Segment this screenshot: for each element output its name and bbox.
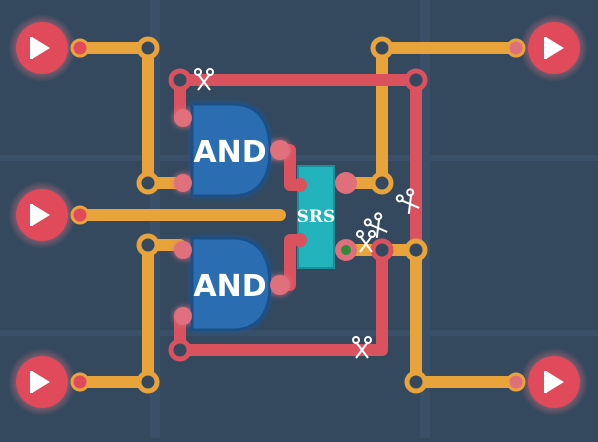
output-pin-top-right[interactable]: [506, 14, 588, 82]
latch-pin[interactable]: [293, 178, 307, 192]
and-gate-top-label: AND: [193, 135, 266, 170]
junction[interactable]: [370, 36, 394, 60]
wire-output-bottom[interactable]: [344, 244, 521, 388]
junction[interactable]: [136, 370, 160, 394]
wire-feedback-top[interactable]: [174, 74, 422, 256]
junction[interactable]: [370, 171, 394, 195]
output-pin-bottom-right[interactable]: [506, 348, 588, 416]
srs-latch[interactable]: [293, 165, 357, 269]
junction[interactable]: [168, 338, 192, 362]
gate-output-pin[interactable]: [270, 275, 290, 295]
junction[interactable]: [404, 68, 428, 92]
io-pins: [8, 14, 588, 416]
and-gate-top[interactable]: [174, 102, 290, 198]
input-pin-top-left[interactable]: [8, 14, 90, 82]
gate-input-pin[interactable]: [174, 174, 192, 192]
scissors-icon[interactable]: [356, 230, 376, 253]
latch-output-pin[interactable]: [335, 172, 357, 194]
gate-input-pin[interactable]: [174, 241, 192, 259]
latch-active-indicator: [341, 245, 351, 255]
gate-output-pin[interactable]: [270, 140, 290, 160]
and-gate-bottom-label: AND: [193, 269, 266, 304]
input-pin-mid-left[interactable]: [8, 181, 90, 249]
wire-feedback-bottom[interactable]: [174, 244, 388, 356]
scissors-icon[interactable]: [352, 336, 372, 359]
wire-input-bottom[interactable]: [76, 239, 186, 388]
gate-input-pin[interactable]: [174, 307, 192, 325]
and-gate-bottom[interactable]: [174, 236, 290, 332]
play-icon: [546, 37, 564, 59]
junctions: [136, 36, 428, 394]
play-icon: [32, 371, 50, 393]
junction[interactable]: [136, 36, 160, 60]
junction[interactable]: [136, 171, 160, 195]
gate-input-pin[interactable]: [174, 109, 192, 127]
junction[interactable]: [370, 238, 394, 262]
scissors-icon[interactable]: [395, 188, 422, 215]
red-junctions: [168, 68, 428, 362]
wire-output-top[interactable]: [344, 42, 521, 189]
junction[interactable]: [404, 238, 428, 262]
input-pin-bottom-left[interactable]: [8, 348, 90, 416]
srs-latch-label: SRS: [297, 207, 336, 227]
wire-cut-markers: [194, 68, 422, 359]
play-icon: [32, 37, 50, 59]
scissors-icon[interactable]: [363, 212, 390, 239]
junction[interactable]: [404, 370, 428, 394]
junction[interactable]: [136, 233, 160, 257]
play-icon: [32, 204, 50, 226]
play-icon: [546, 371, 564, 393]
wire-input-top[interactable]: [76, 42, 186, 189]
scissors-icon[interactable]: [194, 68, 214, 91]
junction[interactable]: [168, 68, 192, 92]
latch-pin[interactable]: [293, 233, 307, 247]
